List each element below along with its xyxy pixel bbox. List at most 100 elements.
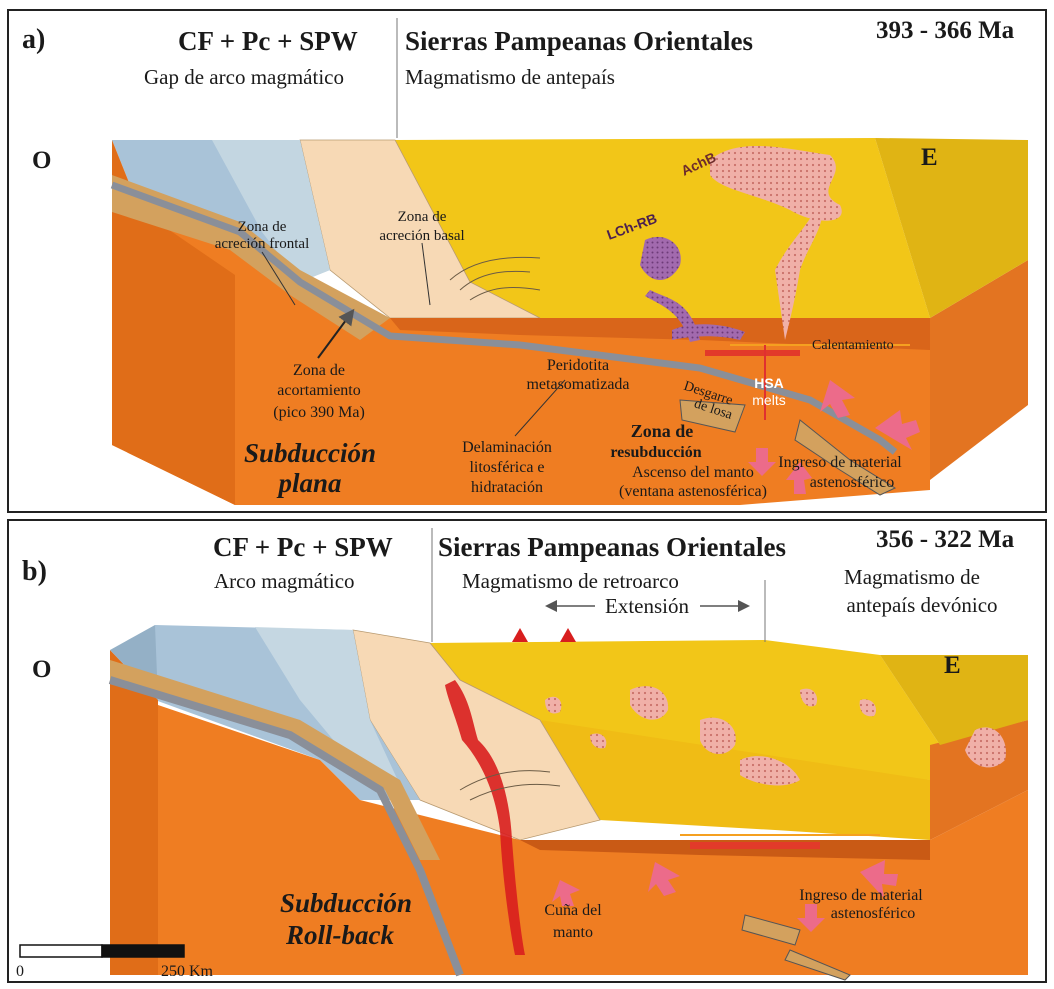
panel-b-extension: Extensión <box>605 594 689 618</box>
scale-zero: 0 <box>16 963 24 980</box>
mantle-arrow-b3 <box>552 880 580 906</box>
slab-tear-block <box>679 399 746 433</box>
achb-pluton <box>710 145 842 221</box>
pluton-4 <box>740 756 800 786</box>
panel-a-west: O <box>32 147 51 174</box>
label-zona-frontal-1: Zona de <box>238 219 287 235</box>
pluton-7 <box>590 733 607 749</box>
ocean-lighter-b <box>255 627 400 785</box>
pluton-8 <box>859 699 877 717</box>
subducting-slab-b <box>108 676 464 977</box>
label-acort-2: acortamiento <box>277 382 361 399</box>
right-crust-face <box>930 260 1028 480</box>
oceanic-crust-b <box>110 660 440 860</box>
scale-bar: 0 250 Km <box>16 944 214 980</box>
label-calent: Calentamiento <box>812 338 894 353</box>
pluton-2 <box>545 696 562 714</box>
pluton-1 <box>630 686 669 720</box>
arc-magma-column <box>445 680 525 955</box>
label-perid-2: metasomatizada <box>526 376 629 393</box>
label-ingreso-b-1: Ingreso de material <box>799 887 923 904</box>
mantle-arrow-2 <box>875 410 920 450</box>
leader-frontal <box>261 251 296 306</box>
label-resub-1: Zona de <box>631 421 694 441</box>
mantle-arrow-1 <box>820 380 855 418</box>
right-crust-face-top <box>875 138 1028 318</box>
label-acort-3: (pico 390 Ma) <box>273 404 365 421</box>
slab-fragment-b2 <box>784 949 851 981</box>
label-resub-2: resubducción <box>610 444 701 461</box>
panel-b-sub-right: Magmatismo de retroarco <box>462 569 679 593</box>
resubducted-slab <box>794 419 897 496</box>
mantle-arrow-b4 <box>797 904 825 932</box>
slab-fragment-b <box>741 914 801 946</box>
label-hsa-1: HSA <box>754 375 784 391</box>
panel-a-sub-right: Magmatismo de antepaís <box>405 65 615 89</box>
mantle-arrow-b1 <box>648 862 680 896</box>
pluton-5 <box>965 727 1006 768</box>
crust-lower-face-b <box>540 720 930 840</box>
label-sub-2: plana <box>276 468 341 498</box>
ocean-lighter-band <box>212 140 330 282</box>
label-zona-basal-2: acreción basal <box>379 228 464 244</box>
panel-b-far-right-2: antepaís devónico <box>846 593 997 617</box>
label-delam-2: litosférica e <box>469 459 544 476</box>
panel-a-header-left: CF + Pc + SPW <box>178 26 358 56</box>
lithosphere-band <box>390 318 930 350</box>
thrust-faults <box>449 256 541 301</box>
label-ingreso-2: astenosférico <box>810 474 894 491</box>
panel-a-label: a) <box>22 24 45 55</box>
label-ingreso-1: Ingreso de material <box>778 454 902 471</box>
scale-end: 250 Km <box>161 963 214 980</box>
faults-b <box>459 770 561 801</box>
panel-b-sub-left: Arco magmático <box>214 569 355 593</box>
label-delam-3: hidratación <box>471 479 543 496</box>
label-asc-1: Ascenso del manto <box>632 464 754 481</box>
label-sub-1: Subducción <box>244 438 376 468</box>
label-cuna-2: manto <box>553 924 593 941</box>
label-sub-b-2: Roll-back <box>285 920 394 950</box>
label-cuna-1: Cuña del <box>544 902 602 919</box>
panel-b-east: E <box>944 652 961 679</box>
label-hsa-2: melts <box>752 392 785 408</box>
label-zona-basal-1: Zona de <box>398 209 447 225</box>
leader-delam <box>514 379 566 437</box>
lchrb-pluton <box>640 236 681 280</box>
label-perid-1: Peridotita <box>547 357 609 374</box>
label-ingreso-b-2: astenosférico <box>831 905 915 922</box>
volcano-2 <box>560 628 576 642</box>
mantle-arrow-4 <box>748 448 776 476</box>
panel-b-label: b) <box>22 556 47 587</box>
panel-a-east: E <box>921 144 938 171</box>
magma-ascent-pink <box>775 200 823 340</box>
purple-sill <box>672 324 745 340</box>
panel-b-header-left: CF + Pc + SPW <box>213 532 393 562</box>
label-sub-b-1: Subducción <box>280 888 412 918</box>
mantle-arrow-b2 <box>860 860 898 898</box>
pluton-3 <box>700 717 736 755</box>
scale-bar-black <box>101 944 185 958</box>
right-top-b <box>880 655 1028 745</box>
mantle-front-face <box>112 210 930 505</box>
panel-a-header-right: Sierras Pampeanas Orientales <box>405 26 753 56</box>
panel-b: b) CF + Pc + SPW Arco magmático Sierras … <box>7 519 1047 983</box>
leader-basal <box>421 242 431 306</box>
oceanic-crust-layer <box>112 175 390 340</box>
panel-b-header-right: Sierras Pampeanas Orientales <box>438 532 786 562</box>
panel-b-age: 356 - 322 Ma <box>876 526 1015 553</box>
label-acort-1: Zona de <box>293 362 345 379</box>
panel-b-west: O <box>32 656 51 683</box>
block-left-face-b <box>110 650 158 975</box>
heating-band-b <box>690 842 820 849</box>
pluton-6 <box>800 688 818 707</box>
volcano-1 <box>512 628 528 642</box>
lithosphere-band-b <box>520 840 930 860</box>
subducting-slab <box>110 181 898 455</box>
panel-a: a) CF + Pc + SPW Gap de arco magmático S… <box>7 9 1047 513</box>
panel-b-block <box>108 528 1028 981</box>
label-delam-1: Delaminación <box>462 439 552 456</box>
heating-band <box>705 350 800 356</box>
leader-acort <box>317 308 355 359</box>
panel-a-block <box>110 18 1028 505</box>
